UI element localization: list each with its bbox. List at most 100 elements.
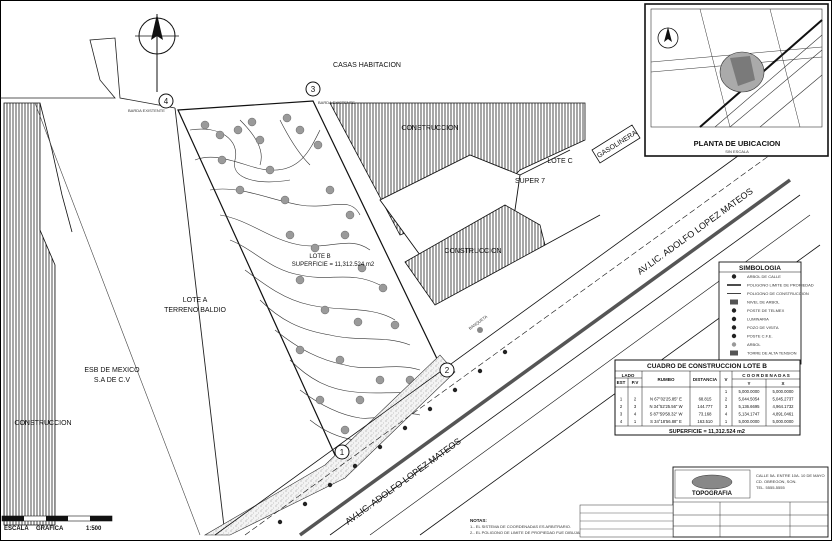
- lot-a-boundary: [34, 102, 201, 536]
- legend-label: TORRE DE ALTA TENSION: [747, 351, 797, 356]
- label-terreno-baldio: TERRENO BALDIO: [164, 307, 226, 314]
- north-boundary-left: [0, 37, 176, 109]
- col-distancia: DISTANCIA: [693, 377, 718, 382]
- post-icon: [302, 501, 308, 507]
- legend-row: POLIGONO DE CONSTRUCCION: [727, 291, 809, 296]
- legend-label: POSTE C.F.E.: [747, 334, 773, 339]
- label-construccion-mid: CONSTRUCCION: [444, 248, 501, 255]
- scale-ratio: 1:500: [86, 526, 102, 532]
- tree-icon: [355, 395, 365, 405]
- table-cell: 1: [620, 397, 623, 402]
- legend-label: POZO DE VISITA: [747, 325, 779, 330]
- tree-icon: [295, 275, 305, 285]
- table-cell: 5,136.6695: [739, 404, 761, 409]
- tree-icon: [280, 195, 290, 205]
- avenue-lines: [214, 139, 821, 537]
- company-name: TOPOGRAFIA: [692, 491, 733, 497]
- table-cell: 163.510: [697, 419, 713, 424]
- trees-lote-b: [200, 113, 415, 435]
- label-barda-existente-1: BARDA EXISTENTE: [128, 108, 165, 113]
- notes-title: NOTAS:: [470, 518, 487, 523]
- post-icon: [452, 387, 458, 393]
- graphic-scale: ESCALA GRAFICA 1:500: [1, 515, 113, 532]
- tree-icon: [320, 305, 330, 315]
- table-cell: N 67°02'25.85" E: [650, 397, 682, 402]
- tree-icon: [340, 425, 350, 435]
- table-cell: 4,891.0461: [773, 412, 795, 417]
- post-icon: [477, 368, 483, 374]
- tree-icon: [375, 375, 385, 385]
- tree-icon: [357, 263, 367, 273]
- location-plan-subtitle: SIN ESCALA: [725, 149, 749, 154]
- post-icon: [402, 425, 408, 431]
- construction-mid-hatch: [404, 204, 546, 306]
- post-icon: [352, 463, 358, 469]
- vertex-label: 3: [311, 85, 316, 94]
- table-row: 1 5,000.0000 5,000.0000: [725, 389, 794, 394]
- legend-label: LUMINARIA: [747, 317, 769, 322]
- location-plan-title: PLANTA DE UBICACION: [694, 139, 781, 148]
- vertex-1: 1: [334, 444, 350, 460]
- gasolinera-block: [591, 124, 641, 164]
- table-cell: 68.815: [699, 397, 712, 402]
- legend-symbol-icon: [730, 350, 738, 356]
- tree-icon: [315, 395, 325, 405]
- legend-row: POSTE C.F.E.: [731, 333, 773, 339]
- legend-symbol-icon: [731, 333, 737, 339]
- legend-symbol-icon: [731, 325, 737, 330]
- note-2: 2.- EL POLIGONO DE LIMITE DE PROPIEDAD F…: [470, 530, 671, 535]
- table-cell: 5,000.0000: [773, 389, 795, 394]
- tree-icon: [255, 135, 265, 145]
- legend-label: ARBOL: [747, 342, 761, 347]
- legend-simbologia: SIMBOLOGIA ARBOL DE CALLE POLIGONO LIMITE…: [718, 261, 814, 365]
- table-cell: 4: [634, 412, 637, 417]
- col-rumbo: RUMBO: [658, 377, 675, 382]
- table-cell: 5,000.0000: [773, 419, 795, 424]
- sidewalk-banqueta: [203, 354, 456, 536]
- tree-icon: [217, 155, 227, 165]
- street-posts: [277, 349, 508, 525]
- company-address-3: TEL. 5555-5555: [756, 485, 785, 490]
- table-cell: 3: [634, 404, 637, 409]
- legend-label: POLIGONO LIMITE DE PROPIEDAD: [747, 283, 814, 288]
- table-cell: 4: [725, 412, 728, 417]
- table-cell: 5,000.0000: [739, 389, 761, 394]
- legend-symbol-icon: [731, 316, 737, 322]
- table-title: CUADRO DE CONSTRUCCION LOTE B: [647, 363, 767, 370]
- legend-row: POZO DE VISITA: [731, 325, 779, 330]
- tree-icon: [325, 185, 335, 195]
- label-construccion-left: CONSTRUCCION: [14, 420, 71, 427]
- col-est: EST: [617, 380, 626, 385]
- table-cell: 2: [634, 397, 637, 402]
- label-casas-habitacion: CASAS HABITACION: [333, 62, 401, 69]
- super7-building: [379, 154, 521, 256]
- label-lote-a: LOTE A: [183, 297, 208, 304]
- table-cell: 1: [725, 389, 728, 394]
- table-cell: 3: [620, 412, 623, 417]
- tree-icon: [295, 345, 305, 355]
- title-block: TOPOGRAFIA CALLE 5A. ENTRE 10A. 10 DE MA…: [672, 466, 829, 538]
- label-esb: ESB DE MEXICO: [84, 367, 140, 374]
- label-esb-sa: S.A DE C.V: [94, 377, 131, 384]
- label-lote-b: LOTE B: [309, 254, 330, 260]
- contour-lines: [189, 119, 426, 441]
- scale-label: ESCALA: [4, 526, 29, 532]
- barda-existente-line-a: [174, 107, 226, 536]
- legend-title: SIMBOLOGIA: [739, 265, 781, 272]
- post-icon: [377, 444, 383, 450]
- post-icon: [502, 349, 508, 355]
- table-cell: N 34°52'25.56" W: [649, 404, 682, 409]
- note-1: 1.- EL SISTEMA DE COORDENADAS ES ARBITRA…: [470, 524, 571, 529]
- table-cell: 2: [725, 397, 728, 402]
- col-coordenadas: C O O R D E N A D A S: [742, 373, 790, 378]
- legend-row: ARBOL DE CALLE: [731, 274, 781, 279]
- legend-label: POLIGONO DE CONSTRUCCION: [747, 291, 809, 296]
- legend-row: LUMINARIA: [731, 316, 769, 322]
- table-cell: 1: [725, 419, 728, 424]
- company-logo: [691, 474, 733, 490]
- tree-icon: [378, 283, 388, 293]
- notes: NOTAS: 1.- EL SISTEMA DE COORDENADAS ES …: [470, 518, 671, 535]
- vertex-label: 1: [340, 448, 345, 457]
